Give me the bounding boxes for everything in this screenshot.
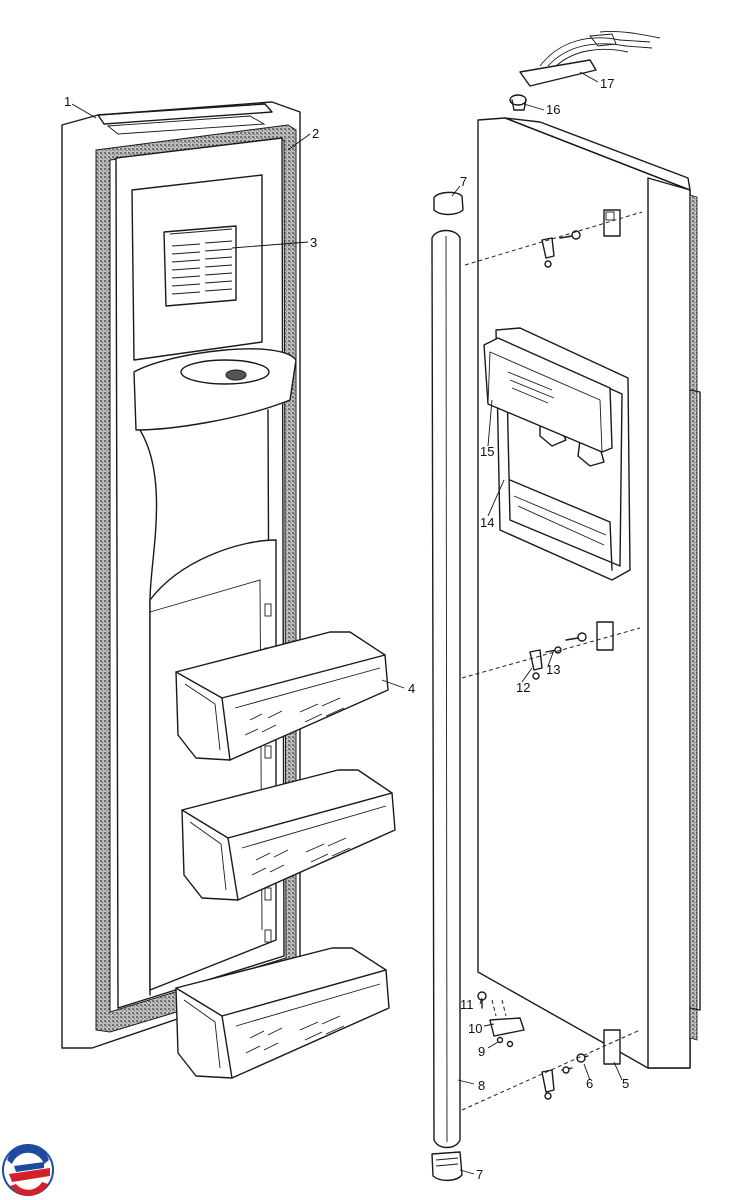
leader-lines	[71, 71, 623, 1175]
callout-10: 10	[468, 1021, 482, 1036]
door-bin-2	[181, 769, 396, 901]
bottom-hinge-hardware	[461, 991, 641, 1111]
callout-9: 9	[478, 1044, 485, 1059]
callout-6: 6	[586, 1076, 593, 1091]
left-door-inner-assembly	[61, 101, 396, 1079]
callout-7-top: 7	[460, 174, 467, 189]
callout-7-bottom: 7	[476, 1167, 483, 1182]
handle-end-cap-bottom	[431, 1151, 463, 1182]
handle-end-cap-top	[433, 191, 464, 216]
outer-gasket-edge	[689, 194, 698, 1041]
dispenser-cup	[180, 359, 270, 385]
brand-logo-icon	[2, 1144, 54, 1196]
lower-liner-recess	[149, 539, 277, 991]
top-hinge-hardware	[464, 209, 643, 268]
screw-9a	[496, 1036, 504, 1044]
wiring-harness	[509, 31, 661, 111]
callout-4: 4	[408, 681, 415, 696]
door-bin-1	[175, 631, 389, 761]
info-label	[163, 225, 237, 307]
callout-17: 17	[600, 76, 614, 91]
screw-9b	[506, 1040, 514, 1048]
hinge-pin-middle	[529, 649, 543, 671]
callout-8: 8	[478, 1078, 485, 1093]
callout-13: 13	[546, 662, 560, 677]
harness-bracket	[519, 59, 597, 87]
hinge-block-bottom	[603, 1029, 621, 1065]
door-handle-assembly	[431, 191, 464, 1182]
dispenser-cover	[483, 337, 613, 453]
callout-16: 16	[546, 102, 560, 117]
callout-11: 11	[460, 997, 474, 1012]
handle-bar	[431, 229, 461, 1149]
hinge-block-top	[603, 209, 621, 237]
hinge-pin-top	[541, 237, 555, 259]
right-door-outer-assembly	[461, 31, 701, 1111]
hinge-pin-bottom	[541, 1069, 555, 1093]
callout-14: 14	[480, 515, 494, 530]
callout-5: 5	[622, 1076, 629, 1091]
callout-labels: 1 2 3 4 5 6 7 7 8 9 10 11 12 13 14 15 16…	[64, 76, 629, 1182]
callout-1: 1	[64, 94, 71, 109]
door-bin-3	[175, 947, 390, 1079]
callout-3: 3	[310, 235, 317, 250]
callout-12: 12	[516, 680, 530, 695]
callout-2: 2	[312, 126, 319, 141]
hinge-bracket-bottom	[489, 1017, 525, 1037]
callout-15: 15	[480, 444, 494, 459]
